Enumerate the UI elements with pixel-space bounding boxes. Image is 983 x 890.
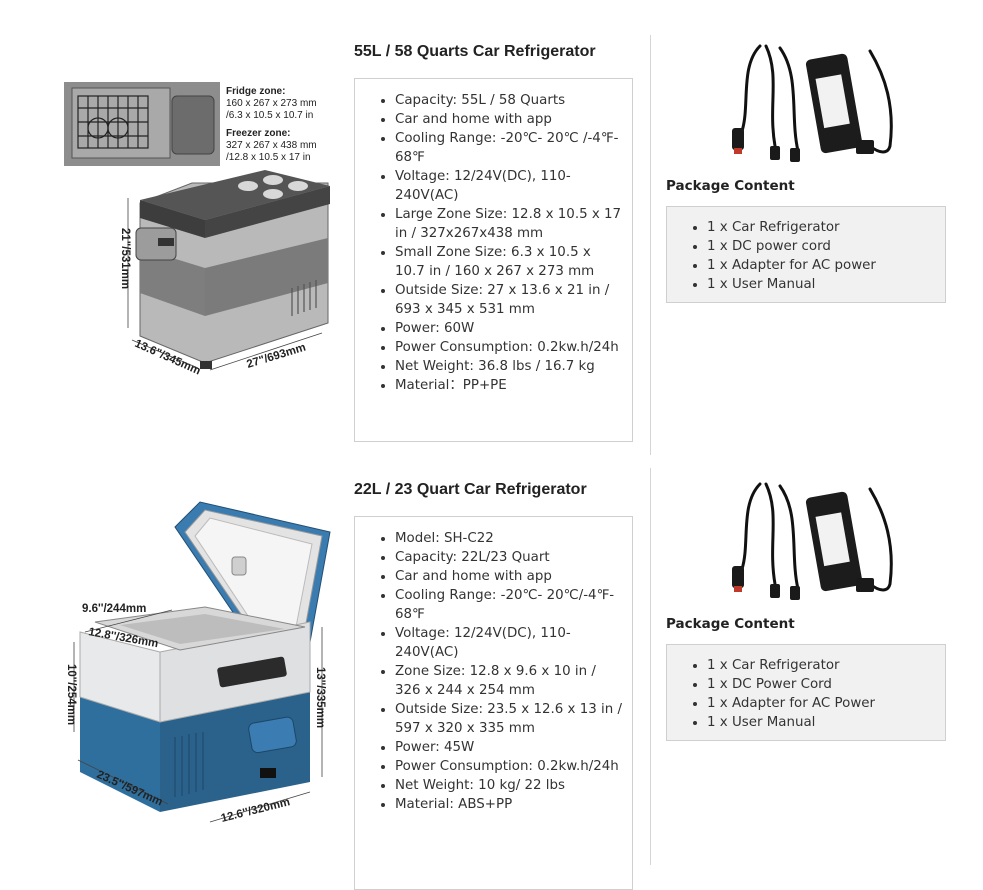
spec-item: Model: SH-C22 xyxy=(395,529,622,548)
spec-item: Zone Size: 12.8 x 9.6 x 10 in / 326 x 24… xyxy=(395,662,622,700)
spec-item: Voltage: 12/24V(DC), 110-240V(AC) xyxy=(395,624,622,662)
fridge-zone-mm: 160 x 267 x 273 mm xyxy=(226,98,317,109)
package-item: 1 x User Manual xyxy=(707,713,935,732)
dim-inner-height-22l: 10''/254mm xyxy=(65,664,77,725)
product-section-22l: 9.6''/244mm 12.8''/326mm 10''/254mm 13''… xyxy=(0,468,983,890)
spec-item: Outside Size: 27 x 13.6 x 21 in / 693 x … xyxy=(395,281,622,319)
spec-item: Large Zone Size: 12.8 x 10.5 x 17 in / 3… xyxy=(395,205,622,243)
power-adapter-image xyxy=(732,482,893,600)
package-item: 1 x DC Power Cord xyxy=(707,675,935,694)
column-divider xyxy=(650,468,651,865)
package-item: 1 x Car Refrigerator xyxy=(707,656,935,675)
package-title-22l: Package Content xyxy=(666,616,795,632)
package-item: 1 x DC power cord xyxy=(707,237,935,256)
column-divider xyxy=(650,35,651,455)
spec-item: Car and home with app xyxy=(395,567,622,586)
spec-box-55l: Capacity: 55L / 58 Quarts Car and home w… xyxy=(354,78,633,442)
package-item: 1 x User Manual xyxy=(707,275,935,294)
spec-item: Car and home with app xyxy=(395,110,622,129)
power-adapter-image xyxy=(732,44,893,162)
spec-item: Cooling Range: -20℃- 20℃ /-4℉- 68℉ xyxy=(395,129,622,167)
fridge-55l-image: Fridge zone: 160 x 267 x 273 mm /6.3 x 1… xyxy=(64,82,330,377)
dim-inner-depth-22l: 9.6''/244mm xyxy=(82,603,146,615)
product-title-55l: 55L / 58 Quarts Car Refrigerator xyxy=(354,43,596,60)
fridge-22l-image: 9.6''/244mm 12.8''/326mm 10''/254mm 13''… xyxy=(65,501,331,825)
spec-item: Capacity: 22L/23 Quart xyxy=(395,548,622,567)
package-list-55l: 1 x Car Refrigerator 1 x DC power cord 1… xyxy=(667,207,945,304)
spec-item: Material: ABS+PP xyxy=(395,795,622,814)
spec-list-55l: Capacity: 55L / 58 Quarts Car and home w… xyxy=(355,79,632,407)
spec-item: Cooling Range: -20℃- 20℃/-4℉- 68℉ xyxy=(395,586,622,624)
product-title-22l: 22L / 23 Quart Car Refrigerator xyxy=(354,481,587,498)
package-list-22l: 1 x Car Refrigerator 1 x DC Power Cord 1… xyxy=(667,645,945,742)
fridge-zone-in: /6.3 x 10.5 x 10.7 in xyxy=(226,110,313,121)
dim-depth-22l: 12.6''/320mm xyxy=(220,796,291,825)
spec-item: Outside Size: 23.5 x 12.6 x 13 in / 597 … xyxy=(395,700,622,738)
package-item: 1 x Car Refrigerator xyxy=(707,218,935,237)
package-box-22l: 1 x Car Refrigerator 1 x DC Power Cord 1… xyxy=(666,644,946,741)
package-item: 1 x Adapter for AC Power xyxy=(707,694,935,713)
freezer-zone-mm: 327 x 267 x 438 mm xyxy=(226,140,317,151)
spec-item: Net Weight: 10 kg/ 22 lbs xyxy=(395,776,622,795)
spec-item: Power Consumption: 0.2kw.h/24h xyxy=(395,338,622,357)
freezer-zone-title: Freezer zone: xyxy=(226,128,290,139)
package-box-55l: 1 x Car Refrigerator 1 x DC power cord 1… xyxy=(666,206,946,303)
spec-item: Material：PP+PE xyxy=(395,376,622,395)
dim-height-55l: 21"/531mm xyxy=(119,228,131,289)
spec-item: Power Consumption: 0.2kw.h/24h xyxy=(395,757,622,776)
dim-height-22l: 13''/335mm xyxy=(314,667,326,728)
spec-item: Capacity: 55L / 58 Quarts xyxy=(395,91,622,110)
spec-item: Voltage: 12/24V(DC), 110-240V(AC) xyxy=(395,167,622,205)
package-item: 1 x Adapter for AC power xyxy=(707,256,935,275)
spec-item: Small Zone Size: 6.3 x 10.5 x 10.7 in / … xyxy=(395,243,622,281)
package-title-55l: Package Content xyxy=(666,178,795,194)
spec-item: Power: 45W xyxy=(395,738,622,757)
product-section-55l: Fridge zone: 160 x 267 x 273 mm /6.3 x 1… xyxy=(0,0,983,450)
fridge-zone-title: Fridge zone: xyxy=(226,86,285,97)
spec-item: Net Weight: 36.8 lbs / 16.7 kg xyxy=(395,357,622,376)
spec-box-22l: Model: SH-C22 Capacity: 22L/23 Quart Car… xyxy=(354,516,633,890)
spec-list-22l: Model: SH-C22 Capacity: 22L/23 Quart Car… xyxy=(355,517,632,826)
spec-item: Power: 60W xyxy=(395,319,622,338)
freezer-zone-in: /12.8 x 10.5 x 17 in xyxy=(226,152,311,163)
